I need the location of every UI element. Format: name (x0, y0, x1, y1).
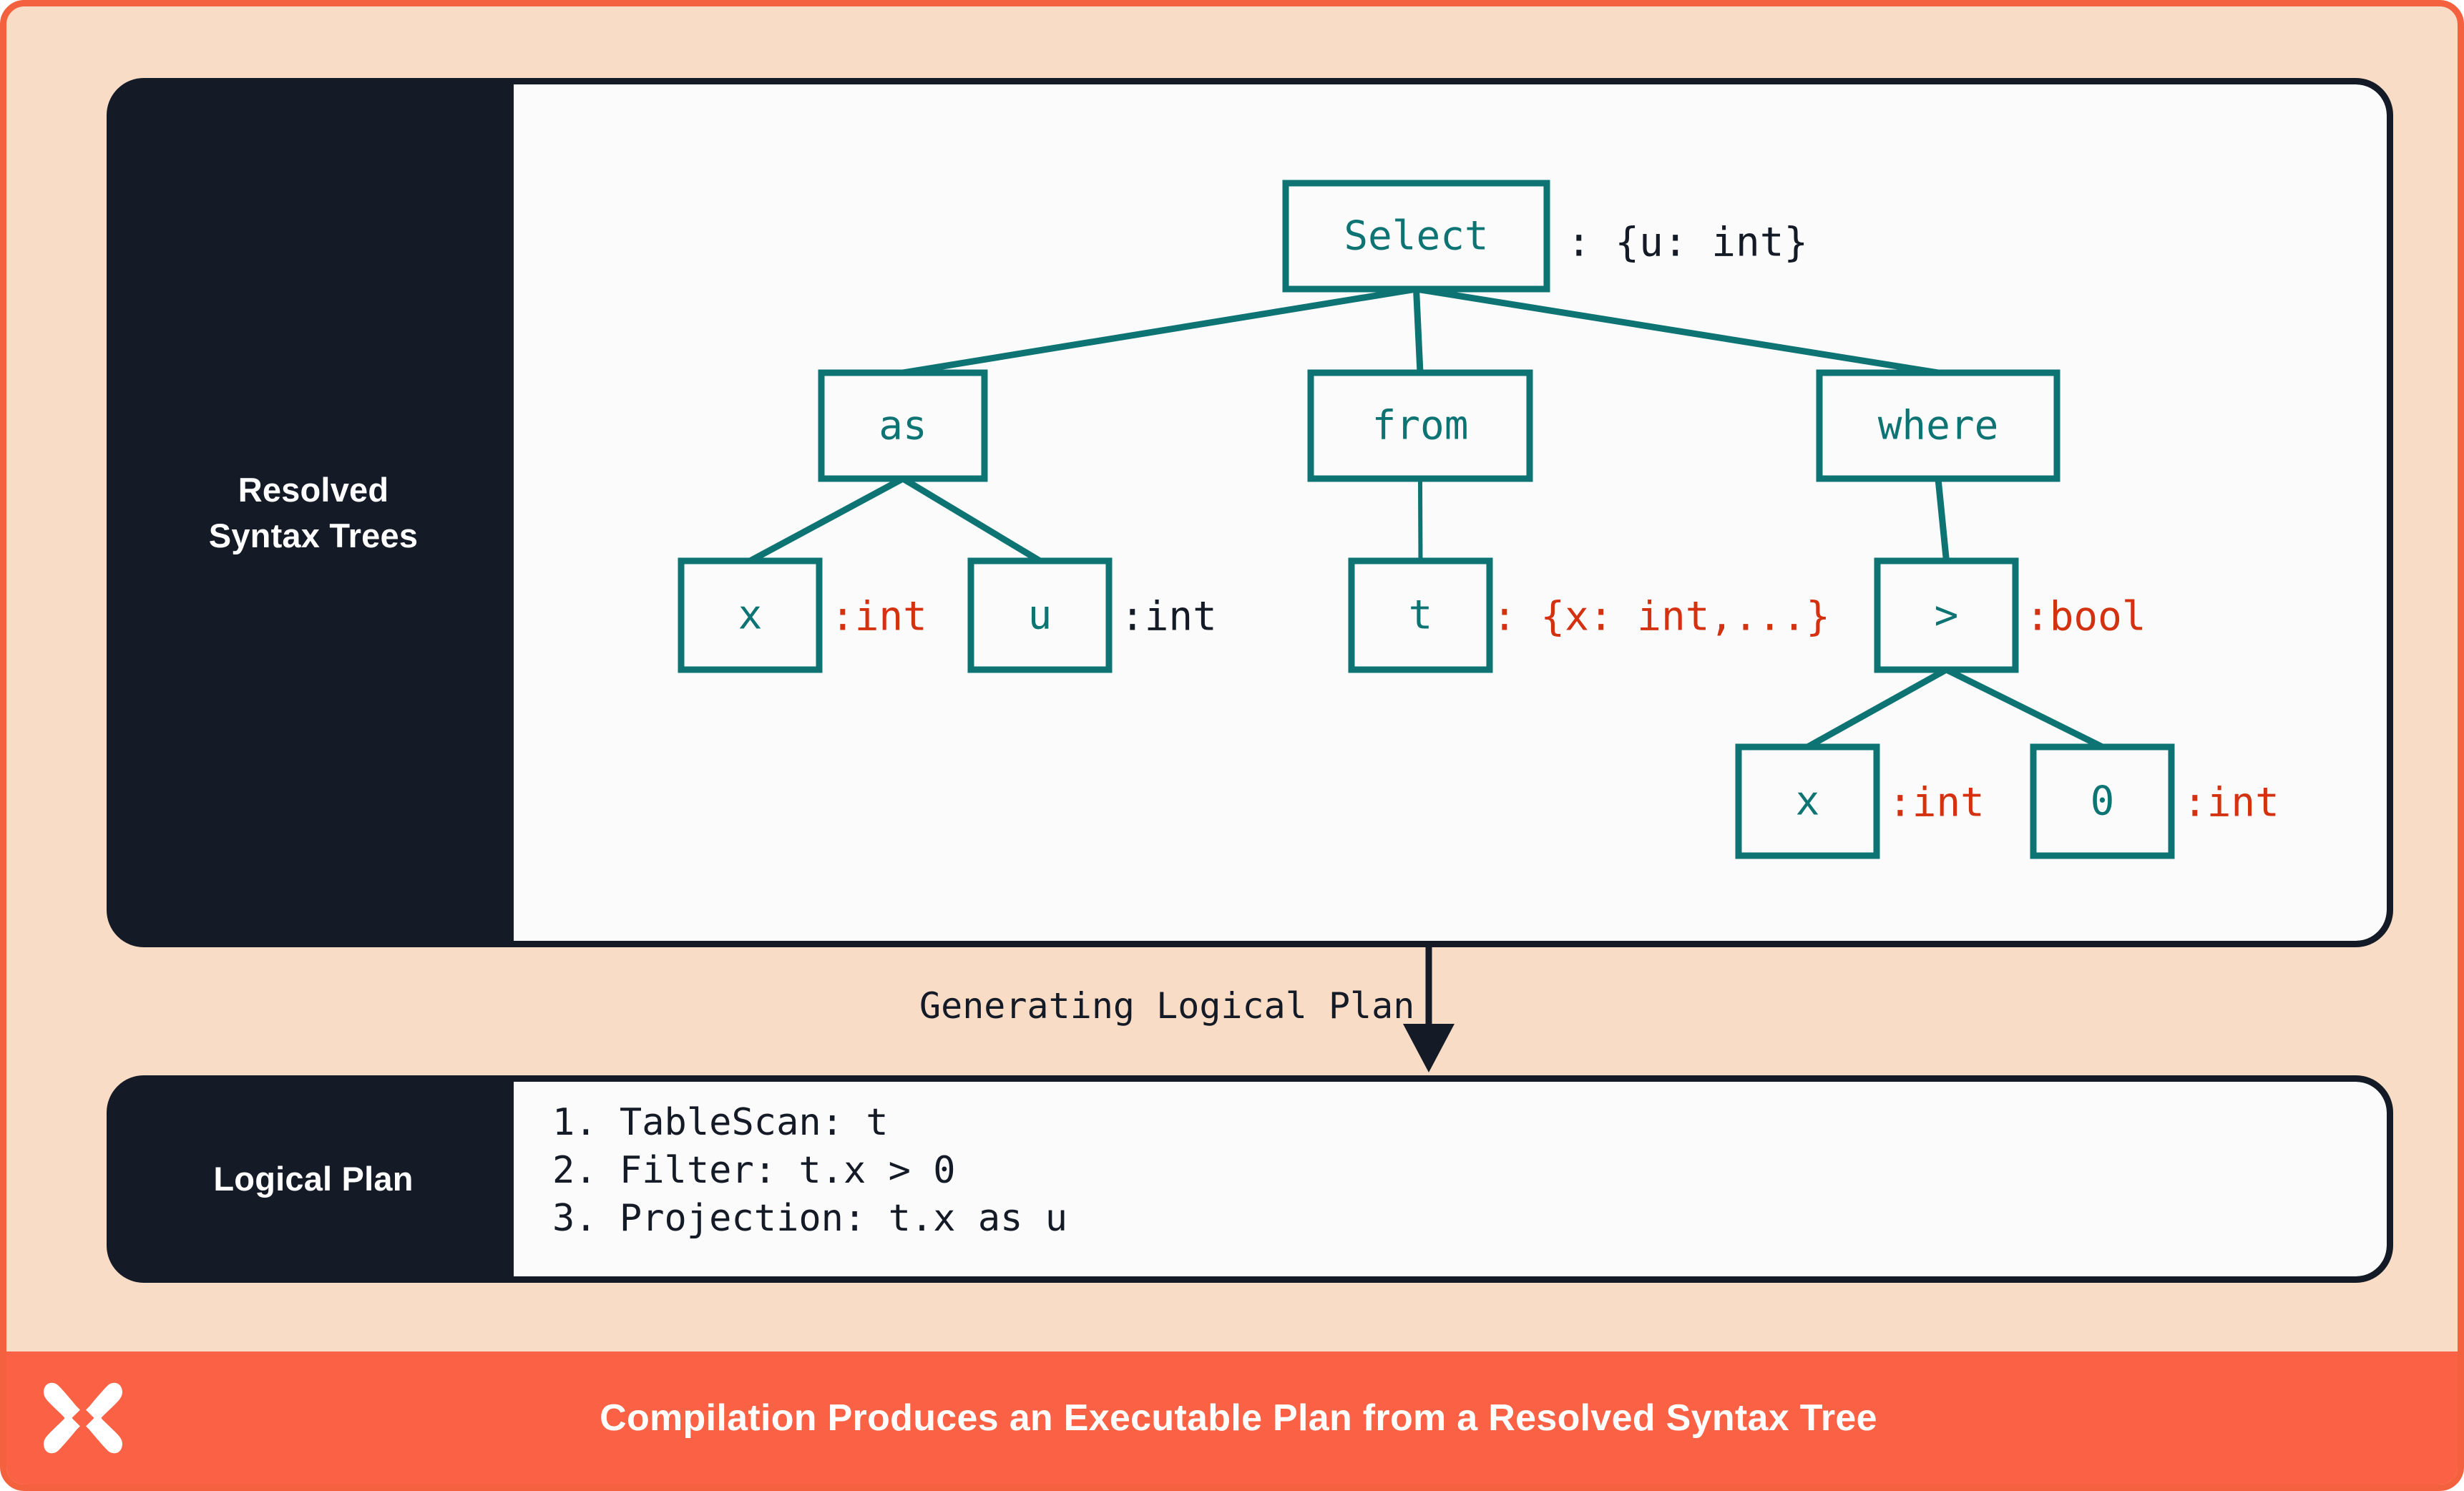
logical-plan-step: 3. Projection: t.x as u (552, 1197, 1068, 1241)
tree-node-label-from: from (1372, 403, 1469, 449)
tree-node-box-zero[interactable] (2030, 743, 2175, 859)
tree-node-box-gt[interactable] (1874, 557, 2019, 673)
logical-plan-label: Logical Plan (213, 1160, 414, 1198)
tree-node-type-gt: :bool (2025, 594, 2146, 640)
tree-edge-select-from (1413, 288, 1424, 373)
tree-edge-as-x1 (748, 476, 905, 564)
tree-node-box-u[interactable] (967, 557, 1113, 673)
tree-edge-select-where (1415, 285, 1939, 376)
resolved-syntax-trees-card: Resolved Syntax Trees Select : {u: int} as… (107, 78, 2393, 947)
tree-edge-gt-x2 (1806, 667, 1948, 750)
tree-node-label-where: where (1878, 403, 1999, 449)
tree-node-box-as[interactable] (818, 369, 988, 482)
tree-edge-select-as (902, 285, 1417, 376)
tree-node-box-x2[interactable] (1735, 743, 1880, 859)
syntax-tree-canvas: Select : {u: int} as from where x :int u :int t : … (514, 84, 2387, 941)
tree-node-label-as: as (879, 403, 927, 449)
tree-label-line-2: Syntax Trees (208, 516, 419, 554)
tree-edge-group (748, 285, 2104, 751)
tree-node-box-where[interactable] (1816, 369, 2060, 482)
tree-node-label-gt: > (1935, 592, 1959, 639)
tree-node-group: Select : {u: int} as from where x :int u :int t : … (678, 180, 2279, 859)
tree-edge-gt-zero (1945, 666, 2104, 751)
tree-label-line-1: Resolved (238, 471, 389, 509)
syntax-tree-graphic: Select : {u: int} as from where x :int u :int t : … (678, 180, 2279, 859)
tree-node-box-t[interactable] (1348, 557, 1493, 673)
tree-node-box-select[interactable] (1282, 180, 1550, 293)
tree-node-box-from[interactable] (1307, 369, 1533, 482)
tree-node-type-x1: :int (831, 594, 927, 640)
tree-node-label-select: Select (1344, 213, 1488, 260)
tree-node-box-x1[interactable] (678, 557, 823, 673)
tree-node-label-t: t (1409, 592, 1433, 639)
tree-edge-from-t (1418, 478, 1423, 562)
footer-bar: Compilation Produces an Executable Plan … (6, 1351, 2458, 1485)
logical-plan-step: 1. TableScan: t (552, 1101, 889, 1144)
tree-node-type-x2: :int (1888, 780, 1985, 826)
tree-node-type-t: : {x: int,...} (1492, 594, 1830, 640)
tree-node-label-u: u (1028, 592, 1052, 639)
connector-label: Generating Logical Plan (919, 985, 1415, 1027)
logical-plan-step: 2. Filter: t.x > 0 (552, 1149, 956, 1193)
tree-edge-where-gt (1935, 478, 1950, 562)
tree-node-label-x1: x (738, 592, 763, 639)
resolved-syntax-trees-label: Resolved Syntax Trees (113, 84, 514, 941)
tree-node-label-zero: 0 (2091, 778, 2115, 825)
x-mark-logo-icon (44, 1382, 122, 1454)
tree-node-type-zero: :int (2183, 780, 2279, 826)
logical-plan-card: Logical Plan 1. TableScan: t 2. Filter: t… (107, 1075, 2393, 1283)
connector-arrow-head (1403, 1024, 1455, 1072)
tree-node-type-u: :int (1120, 594, 1217, 640)
tree-node-type-select: : {u: int} (1567, 220, 1808, 266)
tree-node-label-x2: x (1796, 778, 1820, 825)
footer-caption: Compilation Produces an Executable Plan … (600, 1397, 1877, 1439)
tree-edge-as-u (901, 476, 1042, 564)
